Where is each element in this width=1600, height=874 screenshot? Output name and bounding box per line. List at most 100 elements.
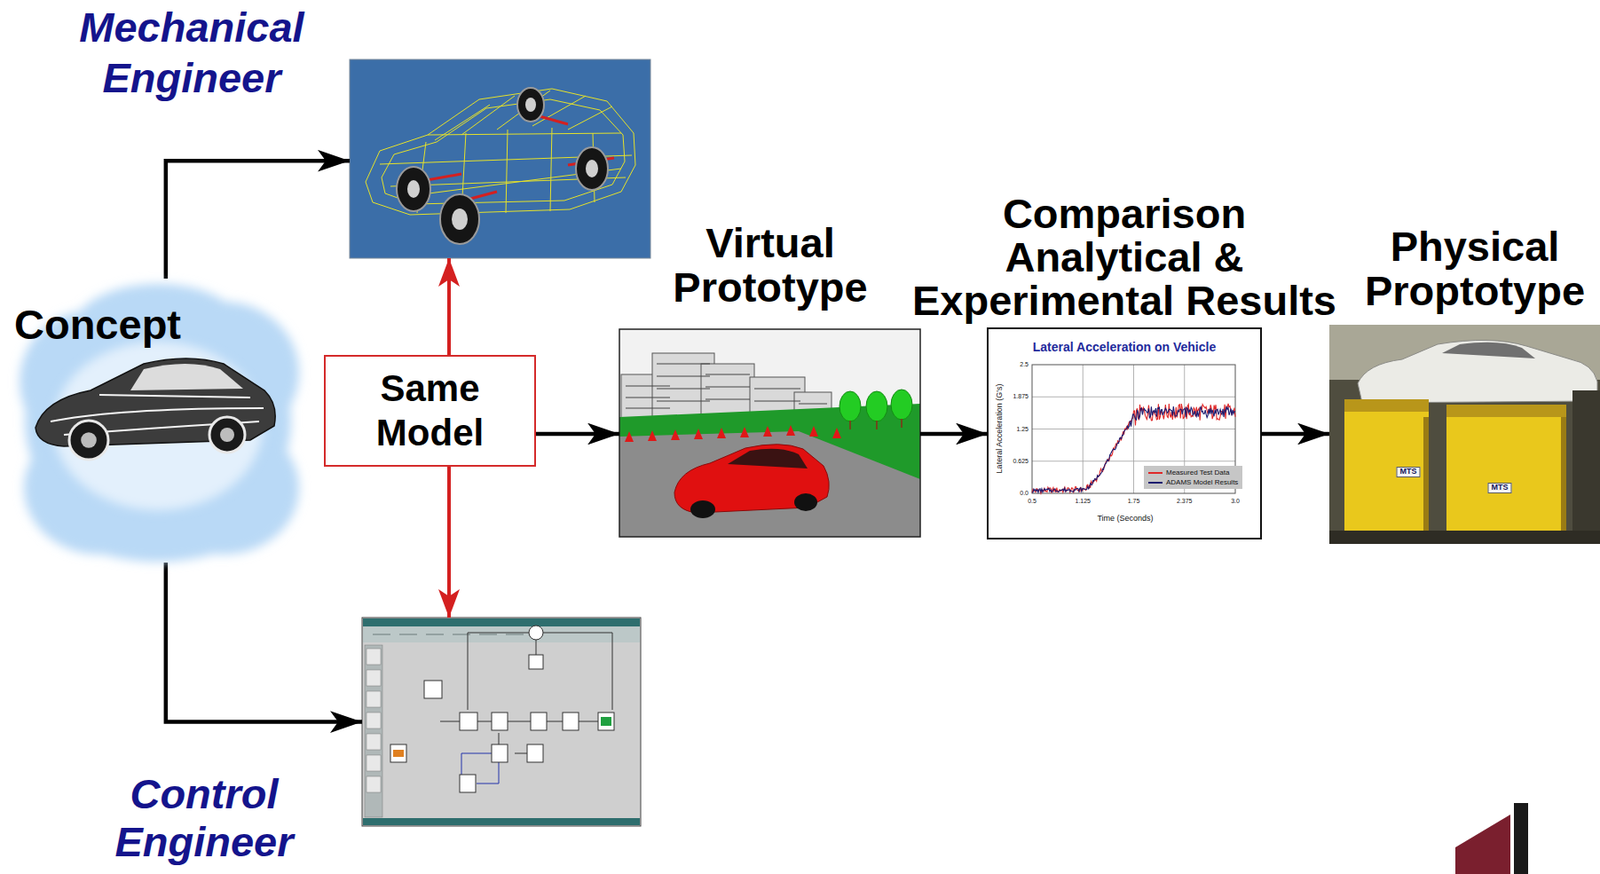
legend-row: Measured Test Data [1148,467,1238,478]
logo-mark [1513,803,1529,874]
legend-swatch [1148,481,1163,484]
physical-prototype-photo [1423,417,1429,533]
physical-prototype-photo [1446,404,1567,418]
concept-car-sketch [35,358,276,460]
control-software-screenshot [530,712,547,731]
concept-car-sketch [209,417,245,453]
control-software-screenshot [459,712,478,731]
stage-heading: Physical Proptotype [1359,224,1591,314]
control-software-screenshot [366,755,381,772]
physical-prototype-photo [1442,342,1536,359]
control-software-screenshot [393,749,404,757]
control-software-screenshot [424,680,442,699]
physical-prototype-photo [1560,417,1567,544]
physical-prototype-photo [1446,404,1567,544]
wireframe-car-render [407,180,420,198]
legend-row: ADAMS Model Results [1148,477,1238,488]
control-software-screenshot [390,654,615,793]
virtual-prototype-scene [690,493,818,519]
physical-prototype-photo [1344,399,1429,412]
tick-label: 0.5 [1027,497,1037,505]
control-software-screenshot [440,632,613,754]
virtual-prototype-scene [619,329,921,537]
model-box: Same Model [323,354,536,467]
control-software-screenshot [366,669,381,686]
concept-car-sketch [80,432,97,449]
wireframe-car-render [451,208,468,230]
control-software-screenshot [562,712,579,731]
results-chart [987,328,1262,539]
wireframe-car-render [440,194,480,245]
control-software-screenshot [366,648,381,793]
control-software-screenshot [440,632,613,754]
wireframe-car-render [417,111,615,206]
wireframe-car-render [381,99,625,205]
control-software-screenshot [364,645,383,818]
virtual-prototype-scene [690,500,716,519]
axis-title: Time (Seconds) [1096,514,1153,524]
role-heading: Mechanical Engineer [63,1,321,103]
flow-arrow [165,160,350,279]
tick-label: 2.375 [1176,497,1193,505]
results-chart [987,328,1262,539]
control-software-screenshot [528,654,544,670]
physical-prototype-photo [1357,339,1598,403]
wireframe-car-render [365,88,636,215]
concept-car-sketch [69,420,109,460]
concept-car-sketch [220,427,235,442]
control-software-screenshot [600,717,612,726]
axis-title: Lateral Acceleration (G's) [995,384,1005,474]
tick-label: 0.625 [1012,457,1029,466]
concept-label: Concept [14,301,182,348]
tick-label: 1.875 [1012,393,1029,401]
virtual-prototype-scene [850,418,902,430]
virtual-prototype-scene [625,363,828,409]
results-chart [1032,364,1236,494]
wireframe-car-render [379,90,632,213]
control-software-screenshot [366,691,381,708]
concept-cloud: Concept [10,275,307,567]
virtual-prototype-scene [624,425,842,442]
tick-label: 1.25 [1016,425,1029,434]
control-software-screenshot [598,712,615,731]
wireframe-car-render [349,59,651,259]
stage-heading: Virtual Prototype [659,220,882,310]
wireframe-car-render [396,87,608,245]
wireframe-car-render [575,147,608,190]
virtual-prototype-scene [839,389,913,422]
virtual-prototype-scene [619,431,921,537]
control-software-screenshot [362,617,641,827]
control-software-screenshot [366,648,381,665]
control-software-screenshot [528,625,544,640]
virtual-prototype-scene [619,403,921,537]
control-software-screenshot [362,617,641,827]
virtual-prototype-scene [727,449,808,469]
wireframe-image-panel: Mechanical Engineer [349,59,651,259]
wireframe-car-render [525,97,536,112]
control-software-screenshot [366,776,381,793]
role-heading: Control Engineer [70,770,338,867]
control-software-screenshot [372,634,524,636]
physical-prototype-panel: Physical Proptotype [1329,324,1600,544]
virtual-prototype-scene [701,363,755,419]
wireframe-car-render [417,111,615,206]
virtual-prototype-scene [794,493,818,512]
model-label: Same Model [350,366,511,456]
physical-prototype-photo [1329,324,1600,544]
physical-prototype-photo [1572,390,1600,544]
wireframe-car-render [365,88,636,215]
chart-legend: Measured Test DataADAMS Model Results [1143,465,1243,489]
wireframe-car-render [585,159,599,178]
control-software-screenshot [390,744,407,763]
control-software-screenshot [362,818,640,826]
control-software-screenshot [366,712,381,729]
control-screenshot-panel: Control Engineer [362,617,641,827]
virtual-prototype-scene [890,389,913,420]
control-software-screenshot [459,774,476,793]
flow-arrow [447,466,451,618]
flow-arrow [920,432,988,437]
results-chart [1032,428,1236,430]
physical-prototype-photo [1329,324,1600,544]
control-software-screenshot [527,744,544,763]
